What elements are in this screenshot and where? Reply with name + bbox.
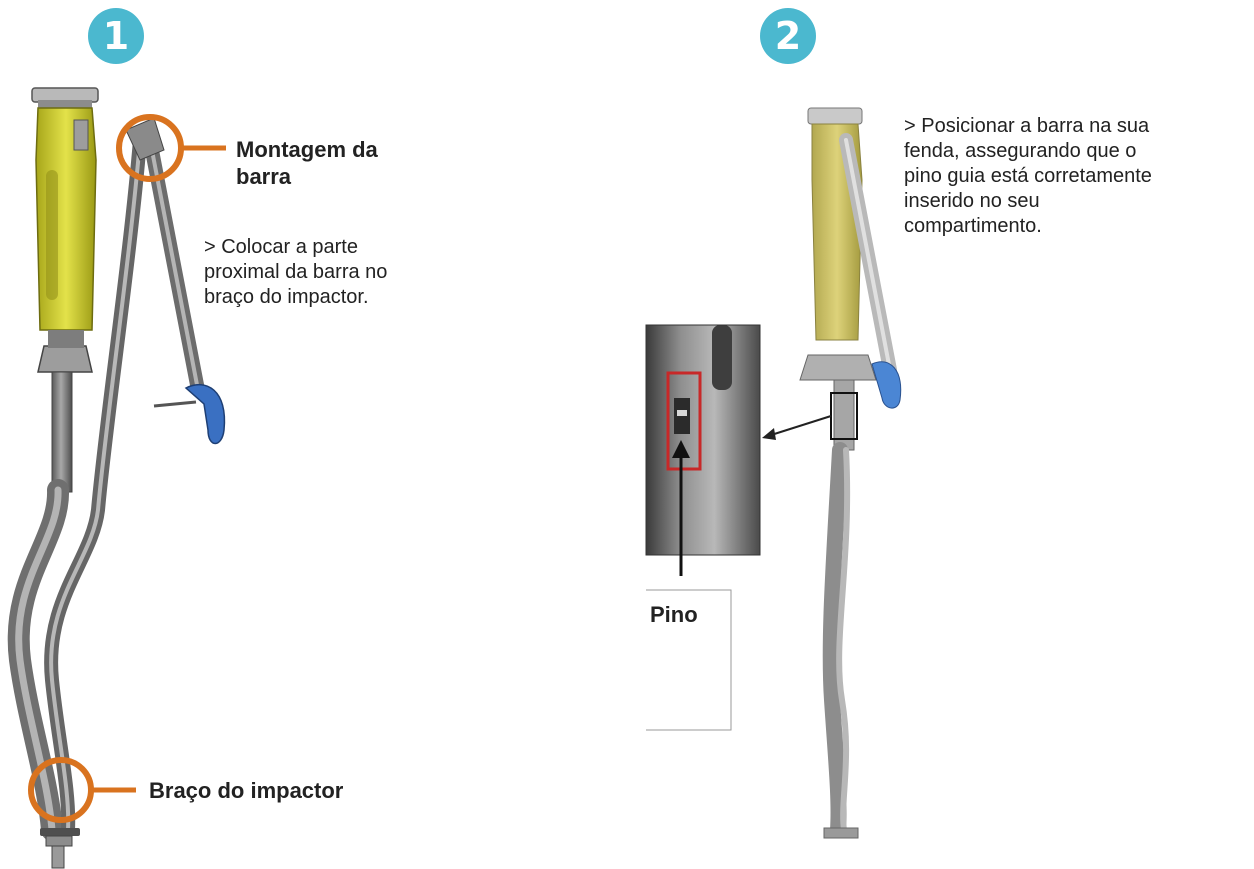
step-1-badge: 1 [88, 8, 144, 64]
pin-label: Pino [650, 602, 698, 627]
step-2-badge: 2 [760, 8, 816, 64]
step-2-number: 2 [774, 14, 802, 58]
step-2-instruction: > Posicionar a barra na sua fenda, asseg… [904, 115, 1152, 237]
step-1-instruction: > Colocar a parte proximal da barra no b… [204, 236, 388, 308]
bar-blue-grip [153, 383, 226, 445]
impactor-shaft [51, 371, 73, 493]
impactor-arm-highlight-ring [28, 757, 94, 823]
impactor-yellow-handle [35, 107, 97, 331]
detail-pointer-arrow [767, 415, 832, 437]
magnified-inset [645, 324, 761, 576]
bar-assembly-callout-title: Montagem da barra [236, 137, 378, 189]
step-2-instrument-illustration [645, 107, 902, 839]
impactor-arm-callout-title: Braço do impactor [149, 778, 344, 803]
pin-highlight-box [666, 371, 702, 471]
impactor-cap [31, 87, 99, 108]
pin-label-frame [646, 589, 732, 731]
impactor-collar [37, 330, 93, 373]
step-1-number: 1 [102, 14, 130, 58]
impactor-distal-tip [40, 828, 80, 869]
